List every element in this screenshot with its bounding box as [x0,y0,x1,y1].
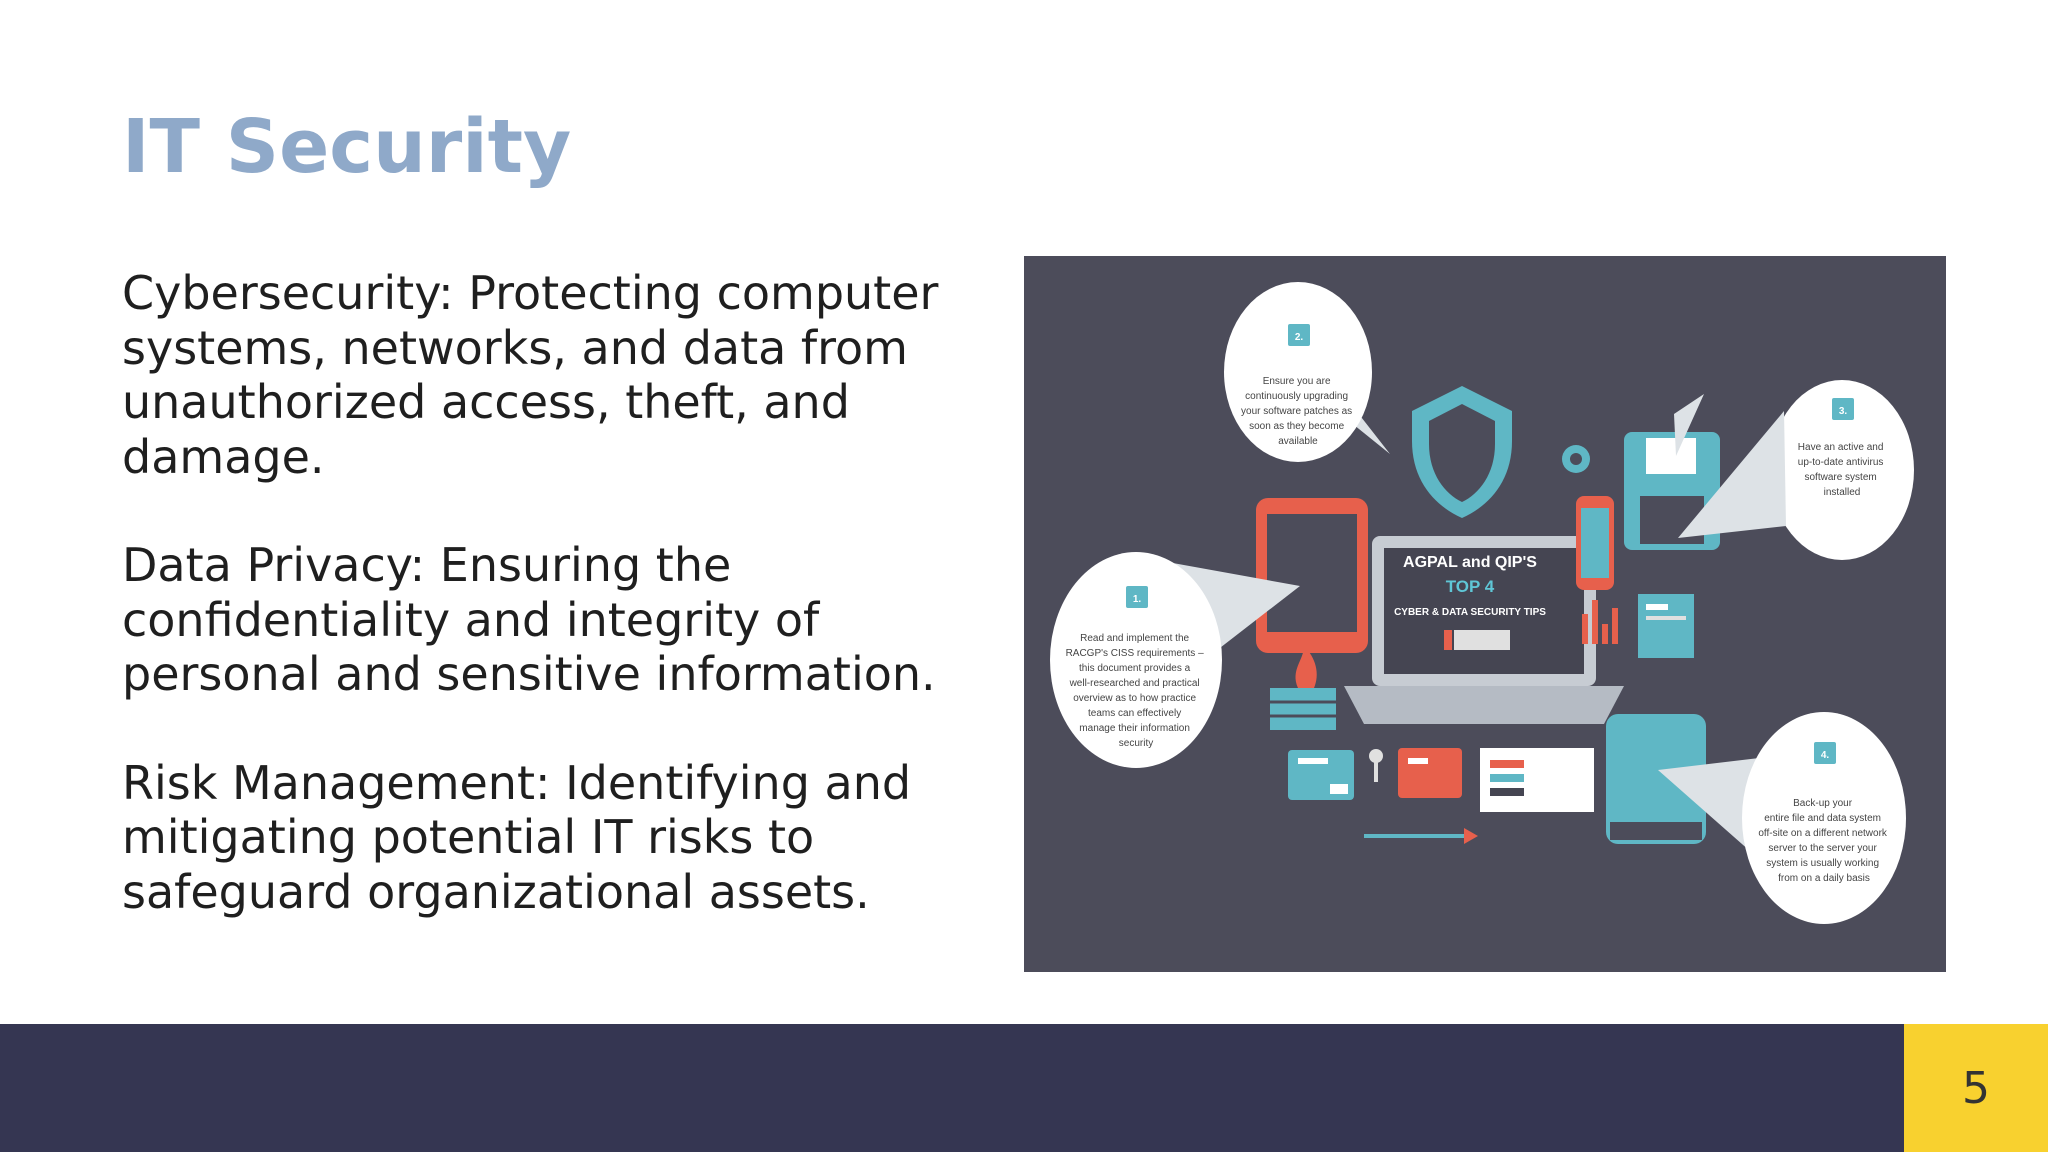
paragraph-cybersecurity: Cybersecurity: Protecting computer syste… [122,266,939,484]
paragraph-data-privacy: Data Privacy: Ensuring the confidentiali… [122,538,936,701]
tip-4-number: 4. [1821,750,1830,761]
laptop-title: AGPAL and QIP'S [1403,554,1537,571]
shield-icon [1412,386,1512,518]
hard-drive-icon [1606,714,1706,844]
page-number-box: 5 [1904,1024,2048,1152]
tip-2-text: Ensure you are continuously upgrading yo… [1241,376,1355,447]
tip-4-bubble: 4. Back-up your entire file and data sys… [1658,712,1906,924]
tip-1-bubble: 1. Read and implement the RACGP's CISS r… [1050,552,1300,768]
lock-icon [1832,398,1854,420]
lock-icon [1288,324,1310,346]
slide-body: Cybersecurity: Protecting computer syste… [122,266,1022,973]
laptop-icon: AGPAL and QIP'S TOP 4 CYBER & DATA SECUR… [1344,536,1624,724]
tip-4-text: Back-up your entire file and data system… [1758,798,1889,884]
server-icon [1288,750,1354,800]
laptop-top: TOP 4 [1446,577,1495,596]
key-icon [1369,749,1383,782]
tip-3-number: 3. [1839,406,1848,417]
document-icon [1638,594,1694,658]
gear-icon [1562,445,1590,473]
bar-chart-icon [1582,600,1618,644]
page-number: 5 [1962,1062,1990,1114]
tablet-icon [1256,498,1368,653]
tip-3-text: Have an active and up-to-date antivirus … [1798,442,1886,498]
lock-icon [1814,742,1836,764]
footer-bar [0,1024,1904,1152]
arrow-icon [1364,828,1478,844]
tip-2-number: 2. [1295,332,1304,343]
paragraph-risk-management: Risk Management: Identifying and mitigat… [122,755,912,919]
tip-1-number: 1. [1133,594,1142,605]
security-tips-infographic: AGPAL and QIP'S TOP 4 CYBER & DATA SECUR… [1024,256,1946,972]
tip-3-bubble: 3. Have an active and up-to-date antivir… [1674,380,1914,560]
tip-1-text: Read and implement the RACGP's CISS requ… [1066,633,1207,749]
slide-title: IT Security [122,104,572,190]
phone-icon [1576,496,1614,590]
credit-card-icon [1398,748,1462,798]
laptop-subtitle: CYBER & DATA SECURITY TIPS [1394,607,1546,618]
password-card-icon [1480,748,1594,812]
tip-2-bubble: 2. Ensure you are continuously upgrading… [1224,282,1390,462]
lock-icon [1126,586,1148,608]
firewall-icon [1270,646,1336,730]
